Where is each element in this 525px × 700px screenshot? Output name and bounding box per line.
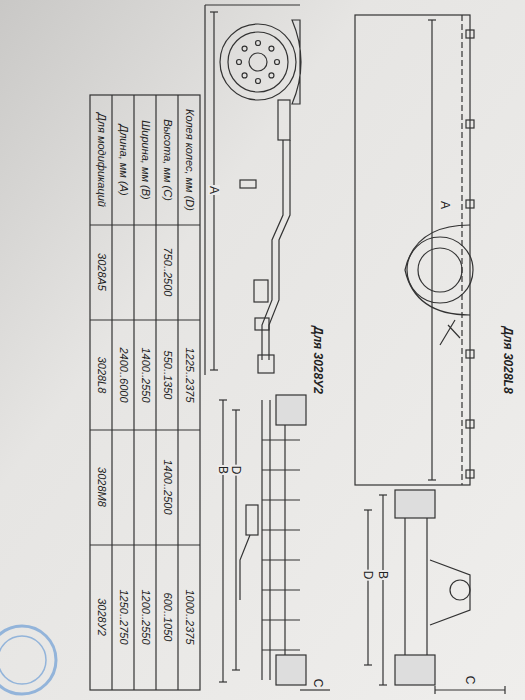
table-cell: Ширина, мм (В) <box>140 120 151 200</box>
table-cell: 3028A5 <box>96 253 107 291</box>
trailer-platform-view <box>355 15 474 485</box>
table-cell: 600..1050 <box>162 593 173 642</box>
table-cell: 1000..2375 <box>184 589 195 644</box>
dimension-letter: A <box>439 200 451 210</box>
table-cell: 1250..2750 <box>118 589 129 644</box>
dimension-letter: B <box>217 465 229 475</box>
table-cell: Высота, мм (С) <box>162 119 173 201</box>
table-cell: 1400..2550 <box>140 347 151 402</box>
table-cell: 1200..2550 <box>140 589 151 644</box>
stamp <box>0 626 56 694</box>
dimension-letter: A <box>208 185 220 195</box>
dimension-letter: D <box>230 465 242 476</box>
table-cell: 2400..6000 <box>118 347 129 402</box>
table-cell: Для модификаций <box>96 113 107 207</box>
view-heading: Для 3028У2 <box>312 326 324 394</box>
table-cell: 3028У2 <box>96 598 107 636</box>
trailer-plan-view <box>219 395 330 690</box>
table-cell: 550..1350 <box>162 351 173 400</box>
table-cell: Длина, мм (А) <box>118 124 129 195</box>
dimension-letter: C <box>312 678 324 689</box>
dimension-letter: B <box>377 570 389 580</box>
table-cell: 1400..2500 <box>162 459 173 514</box>
dimension-letter: C <box>464 675 476 686</box>
trailer-side-view <box>205 5 301 375</box>
trailer-front-view <box>364 490 505 694</box>
table-cell: Колея колес, мм (D) <box>184 109 195 211</box>
table-cell: 3028L8 <box>96 357 107 394</box>
spec-table <box>90 95 200 690</box>
table-cell: 3028M8 <box>96 467 107 507</box>
dimension-letter: D <box>362 570 374 581</box>
table-cell: 1225..2375 <box>184 347 195 402</box>
table-cell: 750..2500 <box>162 248 173 297</box>
view-heading: Для 3028L8 <box>502 326 514 393</box>
